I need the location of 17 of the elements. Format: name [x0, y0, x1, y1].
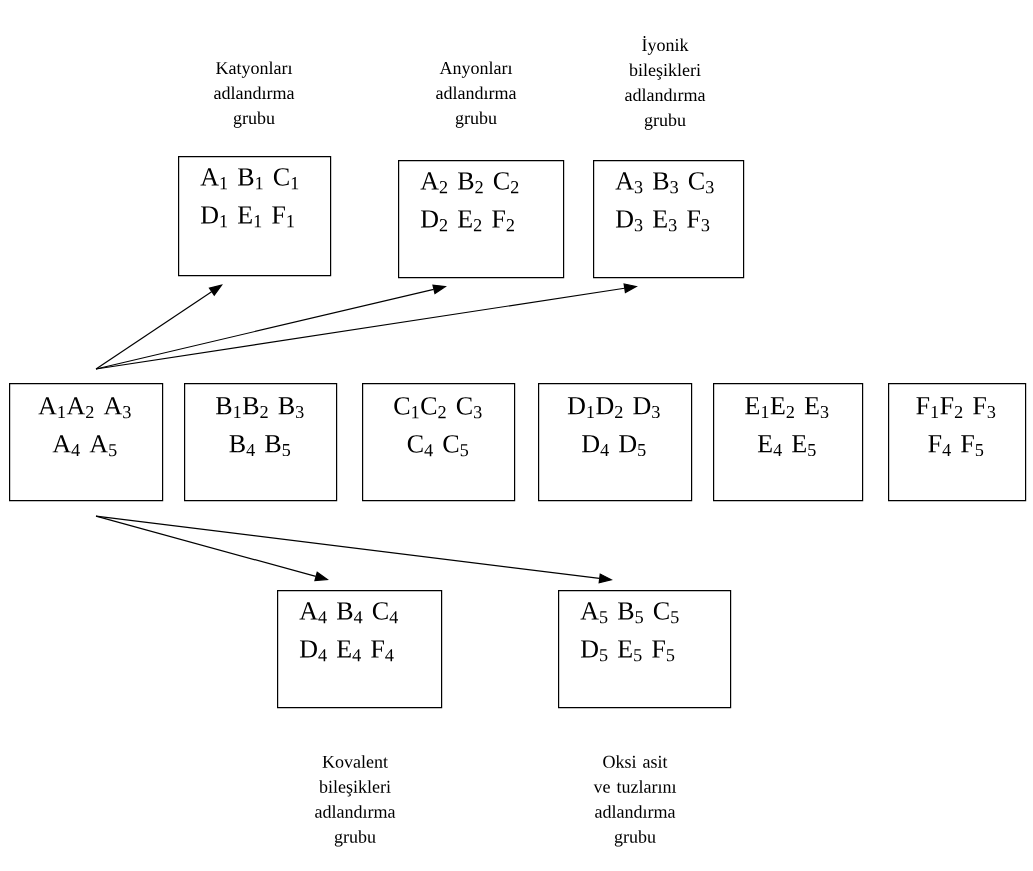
group-heading: İyonik bileşikleri adlandırma grubu — [625, 36, 706, 130]
box-text: D$_{1}$D$_{2}$ D$_{3}$ D$_{4}$ D$_{5}$ — [567, 397, 660, 457]
box-text: C$_{1}$C$_{2}$ C$_{3}$ C$_{4}$ C$_{5}$ — [394, 397, 482, 457]
box-text: E$_{1}$E$_{2}$ E$_{3}$ E$_{4}$ E$_{5}$ — [745, 397, 829, 457]
group-heading: Kovalent bileşikleri adlandırma grubu — [315, 755, 396, 847]
box-text: A$_{5}$ B$_{5}$ C$_{5}$ D$_{5}$ E$_{5}$ F$_{5}$ — [580, 602, 679, 662]
box-text: A$_{1}$A$_{2}$ A$_{3}$ A$_{4}$ A$_{5}$ — [38, 397, 131, 457]
box-text: B$_{1}$B$_{2}$ B$_{3}$ B$_{4}$ B$_{5}$ — [216, 397, 304, 457]
group-heading: Anyonları adlandırma grubu — [436, 61, 517, 128]
box-text: F$_{1}$F$_{2}$ F$_{3}$ F$_{4}$ F$_{5}$ — [916, 397, 996, 457]
box-text: A$_{3}$ B$_{3}$ C$_{3}$ D$_{3}$ E$_{3}$ F$_{3}$ — [615, 172, 714, 232]
group-heading: Katyonları adlandırma grubu — [214, 61, 295, 128]
arrow — [95, 284, 223, 370]
box-text: A$_{1}$ B$_{1}$ C$_{1}$ D$_{1}$ E$_{1}$ F$_{1}$ — [200, 168, 299, 228]
box-text: A$_{2}$ B$_{2}$ C$_{2}$ D$_{2}$ E$_{2}$ F$_{2}$ — [420, 172, 519, 232]
box-text: A$_{4}$ B$_{4}$ C$_{4}$ D$_{4}$ E$_{4}$ F$_{4}$ — [299, 602, 398, 662]
group-heading: Oksi asit ve tuzlarını adlandırma grubu — [593, 755, 677, 847]
